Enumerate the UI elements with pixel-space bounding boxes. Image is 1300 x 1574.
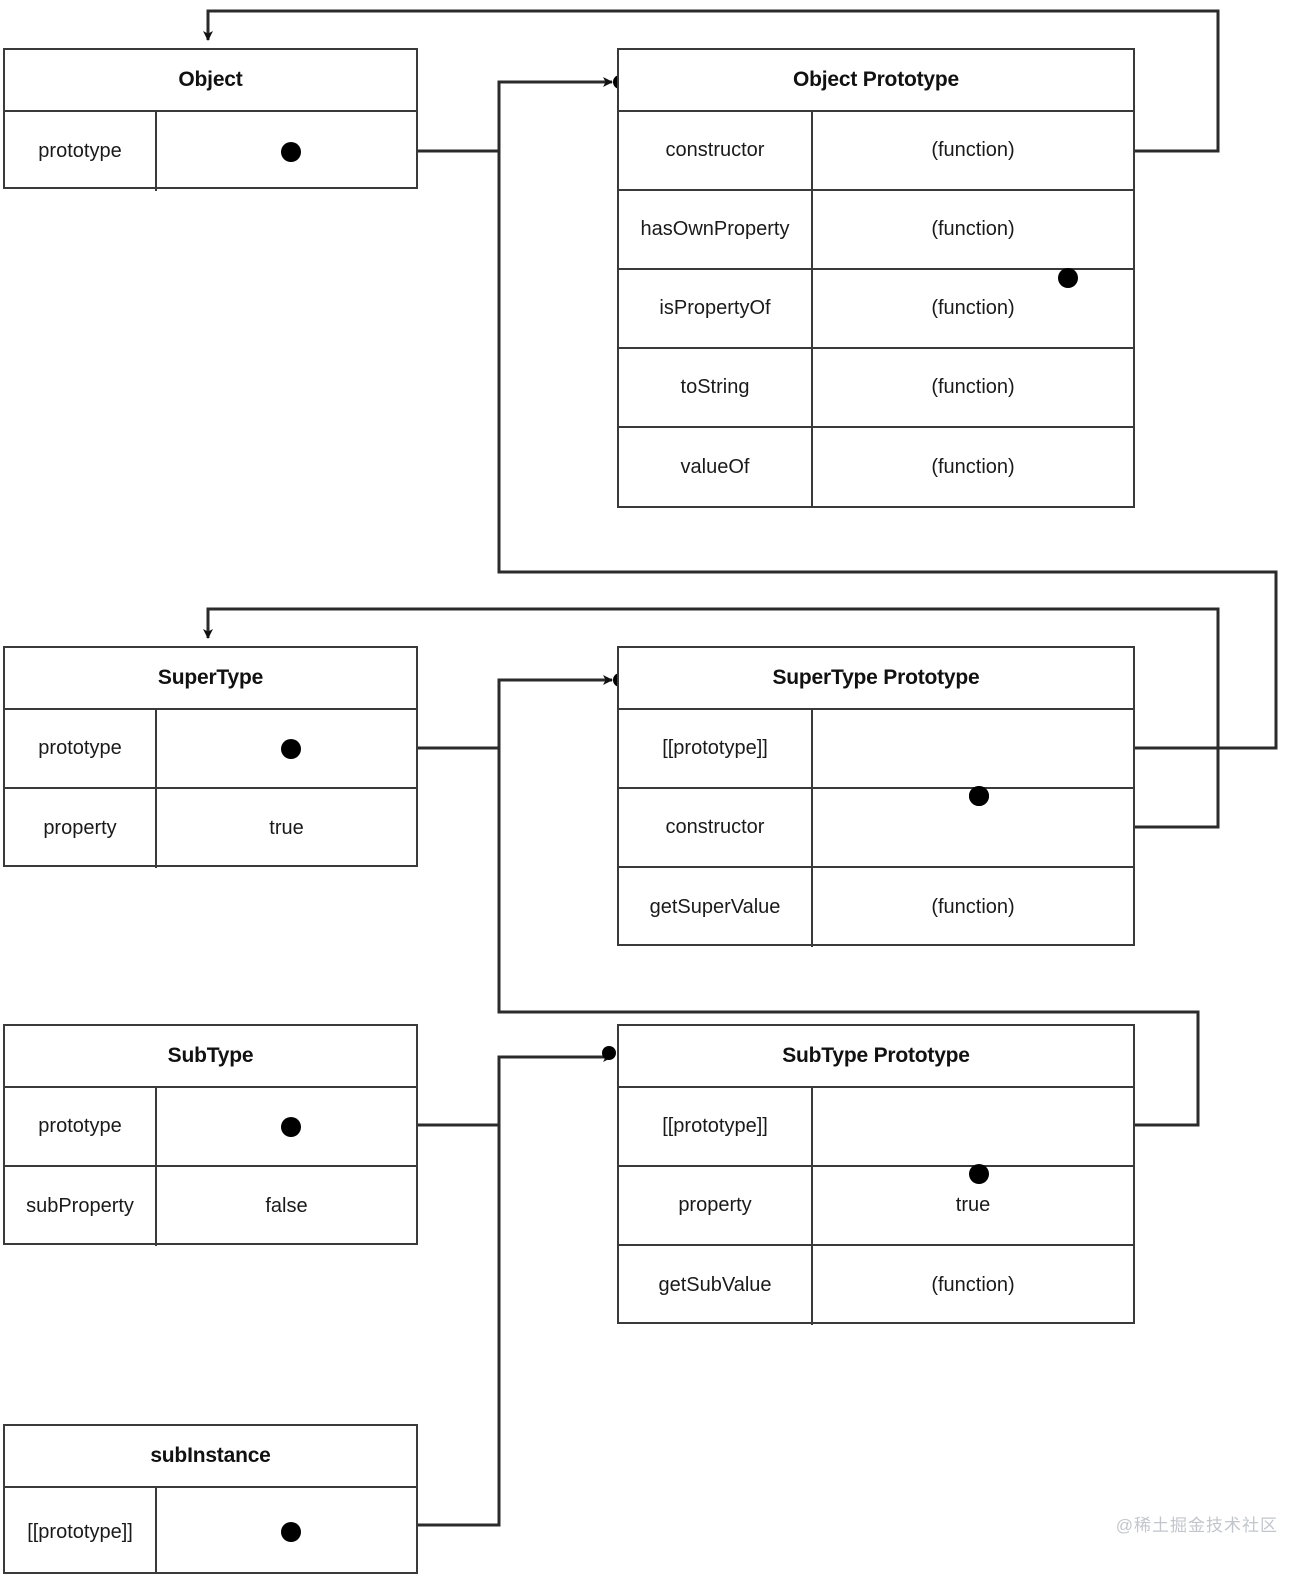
row-key: subProperty	[5, 1167, 157, 1246]
reference-dot	[969, 1164, 989, 1184]
reference-dot	[281, 738, 301, 759]
table-row: property true	[5, 789, 416, 868]
table-row: getSubValue (function)	[619, 1246, 1133, 1325]
box-subtype-title: SubType	[5, 1026, 416, 1088]
row-value: (function)	[931, 896, 1015, 918]
reference-dot	[969, 786, 989, 806]
table-row: getSuperValue (function)	[619, 868, 1133, 947]
box-subinstance-title: subInstance	[5, 1426, 416, 1488]
row-value: (function)	[931, 456, 1015, 478]
row-value: (function)	[931, 376, 1015, 398]
row-key: hasOwnProperty	[619, 191, 813, 268]
watermark: @稀土掘金技术社区	[1115, 1516, 1278, 1535]
row-key: property	[5, 789, 157, 868]
table-row: prototype	[5, 1088, 416, 1167]
row-value	[157, 112, 416, 191]
box-object[interactable]: Object prototype	[3, 48, 418, 191]
box-object-title: Object	[5, 50, 416, 112]
row-key: getSubValue	[619, 1246, 813, 1325]
row-key: property	[619, 1167, 813, 1244]
row-value	[157, 1088, 416, 1165]
table-row: toString (function)	[619, 349, 1133, 428]
row-key: getSuperValue	[619, 868, 813, 947]
table-row: constructor (function)	[619, 112, 1133, 288]
box-supertype-title: SuperType	[5, 648, 416, 710]
table-row: property true	[619, 1167, 1133, 1246]
row-key: isPropertyOf	[619, 270, 813, 347]
box-supertype-prototype-title: SuperType Prototype	[619, 648, 1133, 710]
table-row: prototype	[5, 710, 416, 789]
row-key: [[prototype]]	[619, 710, 813, 787]
table-row: [[prototype]]	[619, 1088, 1133, 1184]
table-row: subProperty false	[5, 1167, 416, 1246]
row-key: prototype	[5, 1088, 157, 1165]
row-value: (function)	[931, 1274, 1015, 1296]
row-key: prototype	[5, 710, 157, 787]
box-object-prototype[interactable]: Object Prototype constructor (function) …	[617, 48, 1135, 508]
row-value: false	[265, 1195, 308, 1217]
box-object-prototype-title: Object Prototype	[619, 50, 1133, 112]
row-key: [[prototype]]	[619, 1088, 813, 1165]
reference-dot	[281, 1522, 301, 1542]
row-value: (function)	[931, 139, 1015, 161]
table-row: [[prototype]]	[5, 1488, 416, 1574]
table-row: [[prototype]]	[619, 710, 1133, 806]
box-subtype-prototype[interactable]: SubType Prototype [[prototype]] property…	[617, 1024, 1135, 1325]
row-key: constructor	[619, 112, 813, 189]
table-row: prototype	[5, 112, 416, 191]
box-supertype-prototype[interactable]: SuperType Prototype [[prototype]] constr…	[617, 646, 1135, 947]
row-value	[157, 710, 416, 787]
row-value: (function)	[931, 297, 1015, 319]
row-key: prototype	[5, 112, 157, 191]
row-key: toString	[619, 349, 813, 426]
table-row: constructor	[619, 786, 1133, 868]
row-value: (function)	[931, 218, 1015, 240]
anchor-dot-subtypeprototype	[602, 1046, 616, 1060]
box-subtype[interactable]: SubType prototype subProperty false	[3, 1024, 418, 1246]
table-row: isPropertyOf (function)	[619, 270, 1133, 349]
box-supertype[interactable]: SuperType prototype property true	[3, 646, 418, 868]
row-key: [[prototype]]	[5, 1488, 157, 1574]
reference-dot	[281, 1116, 301, 1137]
row-value	[813, 1088, 1133, 1165]
row-value: true	[269, 817, 304, 839]
table-row: hasOwnProperty (function)	[619, 191, 1133, 270]
row-value	[157, 1488, 416, 1574]
row-key: valueOf	[619, 428, 813, 507]
row-key: constructor	[619, 789, 813, 866]
box-subinstance[interactable]: subInstance [[prototype]]	[3, 1424, 418, 1574]
row-value	[813, 710, 1133, 787]
table-row: valueOf (function)	[619, 428, 1133, 507]
reference-dot	[1058, 268, 1078, 288]
reference-dot	[281, 141, 301, 162]
row-value: true	[955, 1194, 991, 1216]
box-subtype-prototype-title: SubType Prototype	[619, 1026, 1133, 1088]
